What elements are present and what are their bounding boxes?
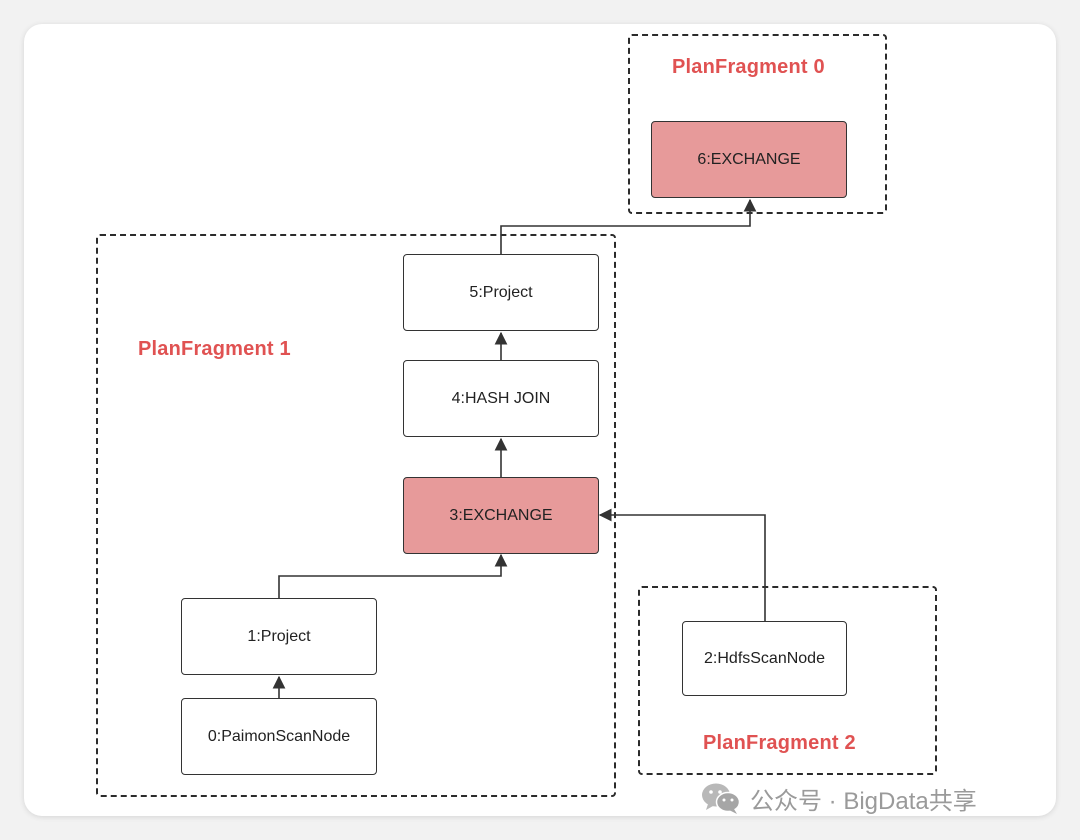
node-4-hash-join: 4:HASH JOIN [403, 360, 599, 437]
plan-fragment-2-box [638, 586, 937, 775]
node-3-exchange: 3:EXCHANGE [403, 477, 599, 554]
wechat-icon [702, 783, 741, 814]
plan-fragment-2-label: PlanFragment 2 [703, 732, 856, 754]
edge-5-to-6 [500, 198, 757, 254]
node-5-project: 5:Project [403, 254, 599, 331]
node-0-paimon-scan: 0:PaimonScanNode [181, 698, 377, 775]
plan-fragment-1-label: PlanFragment 1 [138, 338, 291, 360]
plan-fragment-0-box [628, 34, 887, 214]
watermark-text: 公众号 · BigData共享 [750, 787, 977, 815]
plan-fragment-0-label: PlanFragment 0 [672, 56, 825, 78]
node-1-project: 1:Project [181, 598, 377, 675]
edge-1-to-3 [278, 553, 508, 598]
edge-2-to-3 [598, 508, 766, 621]
node-2-hdfs-scan: 2:HdfsScanNode [682, 621, 847, 696]
watermark: 公众号 · BigData共享 [700, 778, 977, 818]
node-6-exchange: 6:EXCHANGE [651, 121, 847, 198]
